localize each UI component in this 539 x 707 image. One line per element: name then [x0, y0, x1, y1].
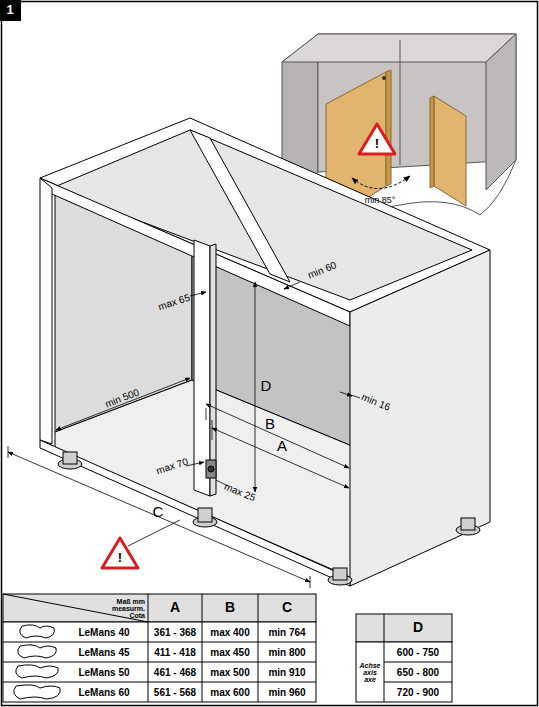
table-cell: max 400	[210, 627, 249, 638]
model-name: LeMans 40	[78, 627, 129, 638]
table-cell: 720 - 900	[397, 687, 439, 698]
table-cell: Achse axis axe	[357, 662, 383, 683]
table-cell: min 764	[268, 627, 305, 638]
dimension: max 70	[155, 456, 190, 477]
table-cell: 561 - 568	[154, 687, 196, 698]
table-cell: min 960	[268, 687, 305, 698]
dimension: max 25	[223, 481, 258, 503]
dimension: min 16	[360, 391, 392, 412]
dimension: min 60	[306, 259, 338, 280]
table-header: D	[413, 620, 423, 635]
table-cell: 461 - 468	[154, 667, 196, 678]
table-cell: min 800	[268, 647, 305, 658]
dimension-letter: A	[277, 438, 287, 455]
table-cell: 600 - 750	[397, 647, 439, 658]
dimension: min 500	[103, 386, 140, 409]
angle-dimension: min 85°	[365, 196, 396, 206]
model-name: LeMans 50	[78, 667, 129, 678]
model-name: LeMans 45	[78, 647, 129, 658]
warning-mark: !	[118, 551, 122, 565]
table-cell: max 450	[210, 647, 249, 658]
dimension-letter: C	[153, 504, 164, 521]
table-header: C	[282, 600, 292, 615]
step-number: 1	[6, 3, 13, 17]
table-cell: min 910	[268, 667, 305, 678]
table-cell: max 500	[210, 667, 249, 678]
model-name: LeMans 60	[78, 687, 129, 698]
table-cell: 361 - 368	[154, 627, 196, 638]
dimension-letter: D	[261, 378, 272, 395]
table-header: B	[225, 600, 235, 615]
dimension-letter: B	[265, 416, 275, 433]
table-header: A	[170, 600, 180, 615]
table-cell: max 600	[210, 687, 249, 698]
dimension: max 65	[157, 292, 192, 313]
table-cell: 411 - 418	[154, 647, 196, 658]
table-header: Maß mm measurm. Cota	[103, 598, 145, 619]
warning-mark: !	[375, 137, 379, 151]
table-cell: 650 - 800	[397, 667, 439, 678]
